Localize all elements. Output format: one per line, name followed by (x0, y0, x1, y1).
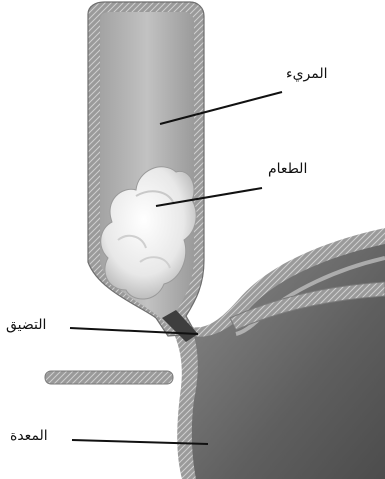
stomach-label: المعدة (10, 428, 48, 444)
esophagus-label: المريء (286, 66, 328, 82)
narrowing-label: التضيق (6, 317, 46, 333)
diaphragm-band (45, 371, 173, 384)
food-label: الطعام (268, 161, 307, 177)
